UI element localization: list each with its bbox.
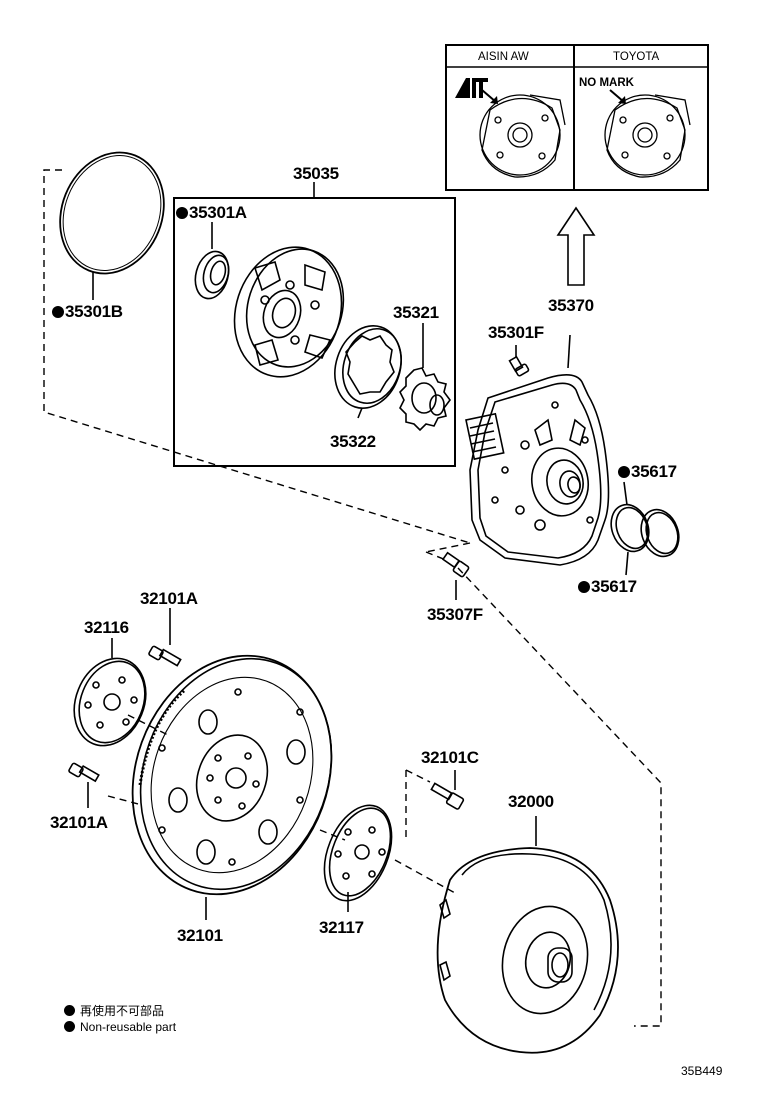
label-35617-top: 35617 — [618, 462, 677, 482]
label-32117: 32117 — [319, 918, 364, 937]
non-reusable-dot-icon — [64, 1021, 75, 1032]
bolt-35301F — [508, 345, 530, 377]
label-32101A-top: 32101A — [140, 589, 198, 608]
plate-32117 — [323, 804, 393, 912]
label-35035: 35035 — [293, 164, 339, 183]
oil-seal-35301A — [194, 222, 230, 300]
bolt-32101C — [430, 770, 465, 810]
label-35617-bottom-text: 35617 — [591, 577, 637, 596]
label-35617-top-text: 35617 — [631, 462, 677, 481]
non-reusable-dot-icon — [64, 1005, 75, 1016]
label-35301B: 35301B — [52, 302, 123, 322]
aisin-pump-sketch — [479, 94, 566, 178]
up-arrow-icon — [556, 206, 596, 286]
legend-line-english: Non-reusable part — [64, 1020, 176, 1034]
pump-body — [233, 246, 345, 378]
o-ring-35301B — [59, 151, 165, 300]
plate-32116 — [73, 638, 147, 747]
seal-rings-35617 — [610, 481, 680, 576]
bolt-32101A-top — [148, 608, 182, 667]
label-35301F: 35301F — [488, 323, 544, 342]
driven-gear-35322 — [334, 325, 402, 419]
label-35321: 35321 — [393, 303, 439, 322]
drive-gear-35321 — [399, 323, 451, 432]
label-35301A-text: 35301A — [189, 203, 247, 222]
aisin-logo-icon — [455, 78, 488, 98]
non-reusable-dot-icon — [52, 306, 64, 318]
label-35301A: 35301A — [176, 203, 247, 223]
label-32116: 32116 — [84, 618, 129, 637]
legend-text-english: Non-reusable part — [80, 1020, 177, 1034]
inset-header-aisin: AISIN AW — [478, 51, 529, 63]
identification-inset — [445, 44, 709, 191]
inset-note-no-mark: NO MARK — [579, 77, 634, 89]
pump-cover-35370 — [465, 334, 610, 566]
torque-converter-32000 — [436, 816, 619, 1054]
label-35322: 35322 — [330, 432, 376, 451]
label-35301B-text: 35301B — [65, 302, 123, 321]
label-35307F: 35307F — [427, 605, 483, 624]
toyota-pump-sketch — [604, 94, 691, 178]
figure-code: 35B449 — [681, 1064, 723, 1078]
non-reusable-dot-icon — [618, 466, 630, 478]
label-32101A-left: 32101A — [50, 813, 108, 832]
label-32101C: 32101C — [421, 748, 479, 767]
inset-header-toyota: TOYOTA — [613, 51, 660, 63]
label-35617-bottom: 35617 — [578, 577, 637, 597]
non-reusable-dot-icon — [578, 581, 590, 593]
drive-plate-32101 — [131, 654, 333, 920]
oil-pump-body-group — [173, 182, 456, 467]
legend-line-japanese: 再使用不可部品 — [64, 1002, 164, 1019]
legend-text-japanese: 再使用不可部品 — [80, 1004, 165, 1018]
label-32101: 32101 — [177, 926, 223, 945]
non-reusable-dot-icon — [176, 207, 188, 219]
bolt-32101A-left — [68, 762, 100, 808]
label-32000: 32000 — [508, 792, 554, 811]
label-35370: 35370 — [548, 296, 594, 315]
bolt-35307F — [441, 551, 470, 600]
